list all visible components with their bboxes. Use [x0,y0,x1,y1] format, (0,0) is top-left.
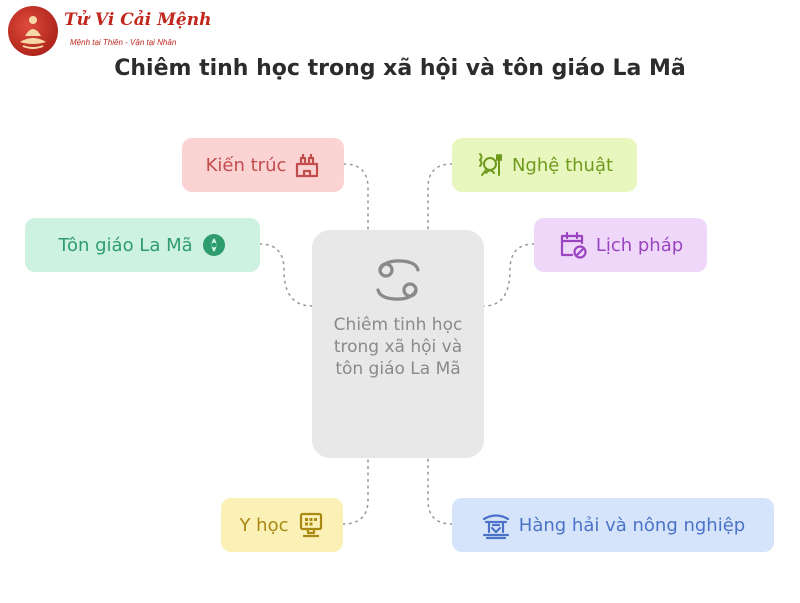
node-label: Kiến trúc [205,154,287,176]
connector-y-hoc [342,457,369,525]
connector-hang-hai [427,457,453,525]
node-label: Hàng hải và nông nghiệp [518,514,746,536]
computer-icon [297,511,325,539]
calendar-cancel-icon [558,230,588,260]
node-ton-giao-la-ma[interactable]: Tôn giáo La Mã [25,218,260,272]
castle-icon [294,152,320,178]
connector-nghe-thuat [427,163,453,233]
eye-icon [201,232,227,258]
lotus-icon [8,6,58,56]
page-title: Chiêm tinh học trong xã hội và tôn giáo … [114,56,686,81]
temple-icon [481,510,511,540]
sketch-icon [476,151,504,179]
node-label: Nghệ thuật [511,154,614,176]
node-lich-phap[interactable]: Lịch pháp [534,218,707,272]
node-kien-truc[interactable]: Kiến trúc [182,138,344,192]
brand-logo[interactable]: Tử Vi Cải Mệnh Mệnh tại Thiên - Vận tại … [8,6,212,56]
node-hang-hai-va-nong-nghiep[interactable]: Hàng hải và nông nghiệp [452,498,774,552]
node-nghe-thuat[interactable]: Nghệ thuật [452,138,637,192]
center-label: Chiêm tinh học trong xã hội và tôn giáo … [333,315,463,379]
node-label: Tôn giáo La Mã [58,234,193,256]
cancer-zodiac-icon [374,258,422,306]
center-node[interactable]: Chiêm tinh học trong xã hội và tôn giáo … [312,230,484,458]
node-y-hoc[interactable]: Y học [221,498,343,552]
node-label: Y học [239,514,289,536]
node-label: Lịch pháp [595,234,684,256]
brand-name: Tử Vi Cải Mệnh [64,10,212,30]
connector-lich-phap [483,243,535,307]
connector-ton-giao [259,243,313,307]
brand-slogan: Mệnh tại Thiên - Vận tại Nhân [70,38,177,47]
connector-kien-truc [343,163,369,233]
